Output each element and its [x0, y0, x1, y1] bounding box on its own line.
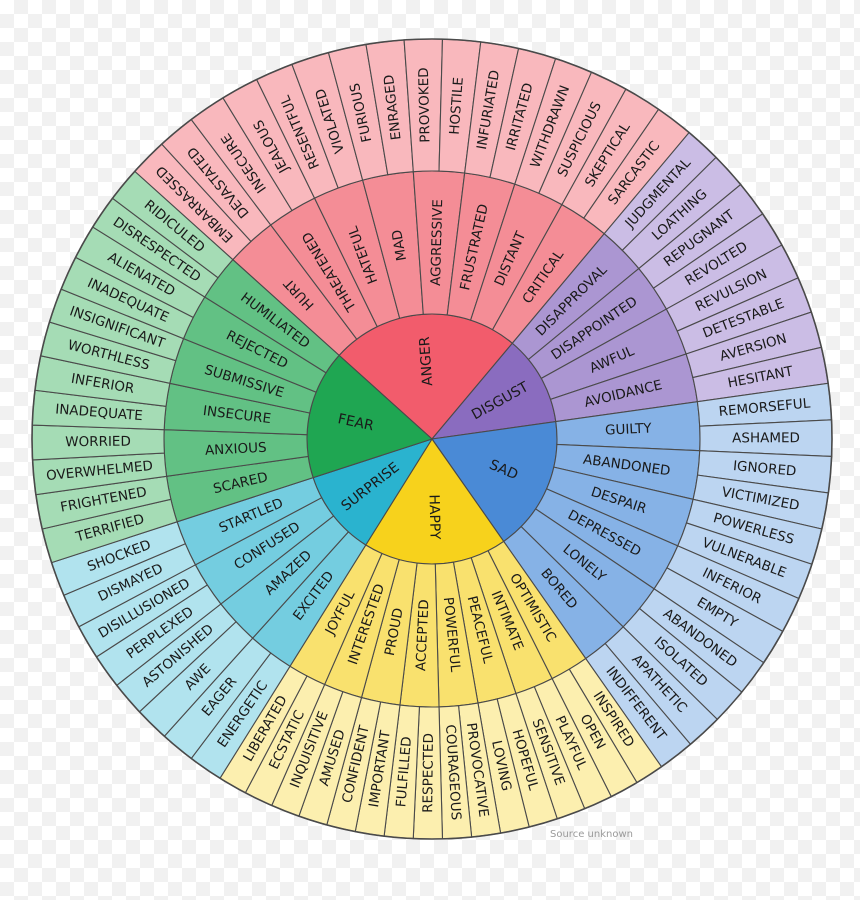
secondary-label-powerful: POWERFUL: [440, 596, 463, 673]
core-label-happy: HAPPY: [425, 494, 442, 540]
tertiary-label-courageous: COURAGEOUS: [442, 724, 464, 821]
secondary-label-anxious: ANXIOUS: [205, 440, 267, 459]
core-label-fear: FEAR: [336, 411, 375, 434]
secondary-label-accepted: ACCEPTED: [413, 599, 432, 671]
tertiary-emotions-ring: [31, 38, 833, 840]
tertiary-label-ashamed: ASHAMED: [732, 430, 800, 446]
tertiary-label-enraged: ENRAGED: [381, 74, 405, 141]
tertiary-label-worried: WORRIED: [65, 434, 131, 451]
tertiary-label-respected: RESPECTED: [420, 733, 437, 813]
secondary-label-aggressive: AGGRESSIVE: [428, 199, 446, 286]
tertiary-label-provoked: PROVOKED: [416, 67, 434, 143]
tertiary-label-ignored: IGNORED: [732, 458, 797, 480]
tertiary-label-inadequate: INADEQUATE: [55, 401, 144, 424]
wheel-outer-rim: [31, 38, 833, 840]
tertiary-label-fulfilled: FULFILLED: [393, 736, 415, 808]
core-label-anger: ANGER: [417, 336, 436, 387]
secondary-label-guilty: GUILTY: [605, 420, 653, 438]
tertiary-label-hostile: HOSTILE: [447, 77, 467, 136]
source-caption: Source unknown: [550, 829, 633, 840]
secondary-label-mad: MAD: [389, 228, 410, 261]
secondary-emotions-ring: [163, 170, 701, 708]
